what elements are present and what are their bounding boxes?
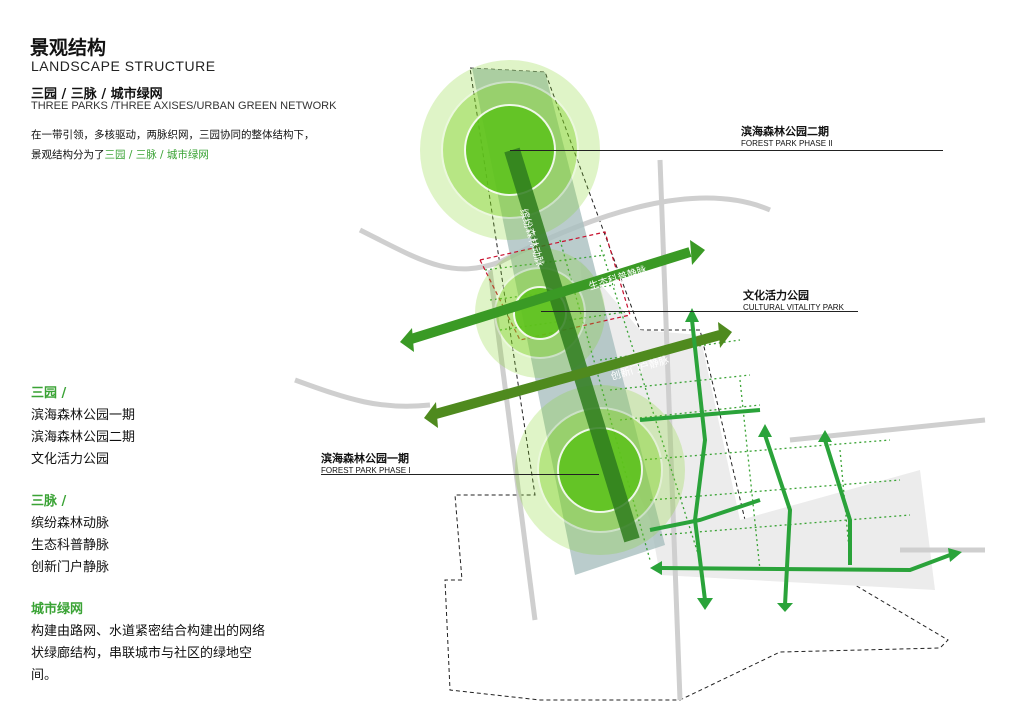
- page-title-en: LANDSCAPE STRUCTURE: [31, 58, 216, 74]
- intro-text: 在一带引领，多核驱动，两脉织网，三园协同的整体结构下，景观结构分为了三园 / 三…: [31, 125, 321, 165]
- label-cn: 滨海森林公园二期: [741, 125, 829, 138]
- leader-line: [510, 150, 943, 151]
- axes-heading: 三脉 /: [31, 494, 67, 509]
- parks-section: 三园 / 滨海森林公园一期 滨海森林公园二期 文化活力公园: [31, 383, 135, 471]
- label-en: FOREST PARK PHASE I: [321, 466, 411, 475]
- network-text: 构建由路网、水道紧密结合构建出的网络状绿廊结构，串联城市与社区的绿地空间。: [31, 624, 266, 683]
- axis-item: 创新门户静脉: [31, 560, 110, 575]
- label-cn: 滨海森林公园一期: [321, 452, 409, 465]
- page-title: 景观结构: [30, 37, 107, 59]
- label-cn: 文化活力公园: [743, 289, 809, 302]
- network-arrowheads: [650, 308, 962, 612]
- axes-section: 三脉 / 缤纷森林动脉 生态科普静脉 创新门户静脉: [31, 491, 109, 579]
- label-cultural-park: 文化活力公园 CULTURAL VITALITY PARK: [743, 287, 844, 312]
- intro-highlight: 三园 / 三脉 / 城市绿网: [104, 149, 209, 161]
- label-en: FOREST PARK PHASE II: [741, 139, 833, 148]
- park-item: 文化活力公园: [31, 452, 110, 467]
- axis-item: 缤纷森林动脉: [31, 516, 110, 531]
- urban-green-network: [639, 319, 951, 606]
- section-subtitle-en: THREE PARKS /THREE AXISES/URBAN GREEN NE…: [31, 100, 337, 112]
- park-item: 滨海森林公园二期: [31, 430, 136, 445]
- leader-line: [321, 474, 599, 475]
- axis-item: 生态科普静脉: [31, 538, 110, 553]
- label-park-phase1: 滨海森林公园一期 FOREST PARK PHASE I: [321, 450, 411, 475]
- section-subtitle: 三园 / 三脉 / 城市绿网: [31, 87, 163, 102]
- parks-heading: 三园 /: [31, 386, 67, 401]
- park-item: 滨海森林公园一期: [31, 408, 136, 423]
- label-en: CULTURAL VITALITY PARK: [743, 303, 844, 312]
- intro-body: 在一带引领，多核驱动，两脉织网，三园协同的整体结构下，景观结构分为了: [31, 129, 315, 161]
- network-heading: 城市绿网: [31, 602, 84, 617]
- site-boundary: [444, 67, 949, 701]
- label-park-phase2: 滨海森林公园二期 FOREST PARK PHASE II: [741, 123, 833, 148]
- network-section: 城市绿网 构建由路网、水道紧密结合构建出的网络状绿廊结构，串联城市与社区的绿地空…: [31, 599, 276, 687]
- leader-line: [541, 311, 858, 312]
